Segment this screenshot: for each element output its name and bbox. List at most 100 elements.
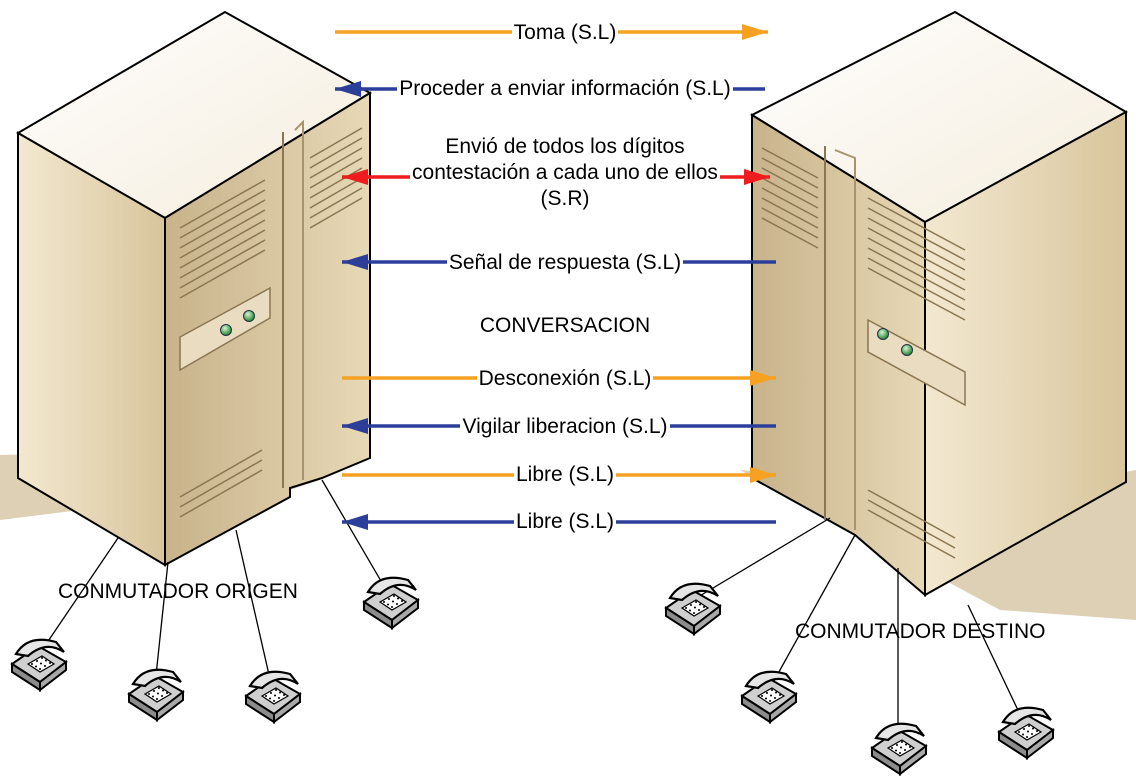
phone-key	[39, 668, 41, 670]
phone-key	[49, 662, 51, 664]
message-libre-1: Libre (S.L)	[320, 462, 810, 488]
message-label: Proceder a enviar información (S.L)	[397, 77, 733, 100]
phone-key	[275, 689, 277, 691]
phone-key	[1026, 736, 1028, 738]
message-label-line1: Envió de todos los dígitos	[443, 135, 687, 158]
arrow-head	[750, 467, 776, 483]
phone-key	[35, 665, 37, 668]
phone-key	[161, 695, 163, 697]
message-toma: Toma (S.L)	[320, 20, 810, 46]
phone-handset	[131, 668, 182, 688]
phone-key	[158, 687, 160, 689]
phones	[10, 576, 1055, 776]
arrow-head	[342, 169, 368, 185]
phone-key	[779, 694, 781, 696]
arrow-head	[335, 81, 361, 97]
phone-key	[396, 603, 398, 605]
phone-key	[901, 741, 903, 743]
phone-key	[274, 694, 276, 697]
phone-key	[265, 695, 267, 697]
telephone-icon	[870, 722, 928, 776]
message-label-line2: contestación a cada uno de ellos	[410, 161, 720, 184]
phone-key	[769, 700, 771, 702]
telephone-icon	[244, 670, 302, 725]
phone-key	[689, 609, 691, 612]
message-label: Toma (S.L)	[511, 21, 619, 44]
phone-key	[40, 662, 42, 665]
phone-key	[401, 600, 403, 602]
phone-key	[699, 603, 701, 606]
phone-key	[393, 595, 395, 597]
phone-key	[1036, 730, 1038, 732]
phone-wires	[37, 479, 1026, 740]
phone-key	[761, 695, 763, 697]
message-label: CONVERSACION	[477, 314, 653, 337]
phone-handset	[874, 722, 925, 742]
phone-side-right	[899, 743, 927, 776]
phone-key	[397, 597, 399, 600]
phone-key	[1018, 731, 1020, 733]
phone-key	[765, 697, 767, 700]
phone-key	[273, 700, 275, 702]
phone-key	[766, 692, 768, 694]
arrow-head	[342, 418, 368, 434]
phone-key	[162, 689, 164, 692]
phone-key	[1023, 728, 1025, 730]
phone-key	[36, 660, 38, 662]
arrow-head	[742, 24, 768, 40]
phone-key	[44, 665, 46, 667]
arrow-head	[744, 169, 770, 185]
destination-switch	[740, 10, 1136, 620]
phone-key	[685, 607, 687, 609]
phone-key	[279, 691, 281, 694]
origin-side	[164, 91, 371, 567]
arrow-head	[342, 254, 368, 270]
origin-switch	[0, 10, 372, 567]
telephone-icon	[362, 576, 420, 631]
message-label: Señal de respuesta (S.L)	[446, 251, 684, 274]
phone-key	[387, 603, 389, 606]
phone-key	[148, 693, 150, 695]
phone-key	[694, 606, 696, 609]
phone-key	[383, 601, 385, 603]
phone-side-right	[693, 603, 721, 637]
message-label: Desconexión (S.L)	[476, 367, 654, 390]
message-digitos: Envió de todos los dígitos contestación …	[320, 134, 810, 212]
message-conversacion: CONVERSACION	[320, 313, 810, 339]
phone-key	[166, 692, 168, 694]
phone-key	[31, 663, 33, 665]
phone-handset	[744, 670, 795, 690]
message-respuesta: Señal de respuesta (S.L)	[320, 250, 810, 276]
phone-key	[1032, 727, 1034, 730]
phone-key	[895, 749, 897, 752]
phone-key	[269, 697, 271, 700]
phone-key	[774, 697, 776, 699]
phone-key	[157, 692, 159, 695]
phone-handset	[1001, 706, 1052, 726]
telephone-icon	[127, 668, 185, 723]
phone-key	[775, 691, 777, 694]
phone-side-right	[39, 659, 67, 693]
telephone-icon	[997, 706, 1055, 761]
message-label: Vigilar liberacion (S.L)	[460, 415, 670, 438]
phone-key	[1028, 725, 1030, 727]
origin-switch-label: CONMUTADOR ORIGEN	[58, 580, 298, 603]
phone-key	[899, 752, 901, 754]
phone-key	[278, 697, 280, 699]
phone-key	[891, 747, 893, 749]
phone-key	[270, 692, 272, 694]
phone-side-right	[156, 689, 184, 723]
message-libre-2: Libre (S.L)	[320, 509, 810, 535]
phone-key	[45, 659, 47, 662]
phone-handset	[14, 638, 65, 658]
phone-side-right	[391, 597, 419, 631]
phone-key	[703, 606, 705, 608]
arrow-head	[342, 514, 368, 530]
phone-key	[905, 743, 907, 746]
destination-switch-label: CONMUTADOR DESTINO	[795, 620, 1046, 643]
phone-key	[388, 598, 390, 600]
message-label: Libre (S.L)	[513, 463, 617, 486]
phone-key	[695, 601, 697, 603]
phone-key	[41, 657, 43, 659]
